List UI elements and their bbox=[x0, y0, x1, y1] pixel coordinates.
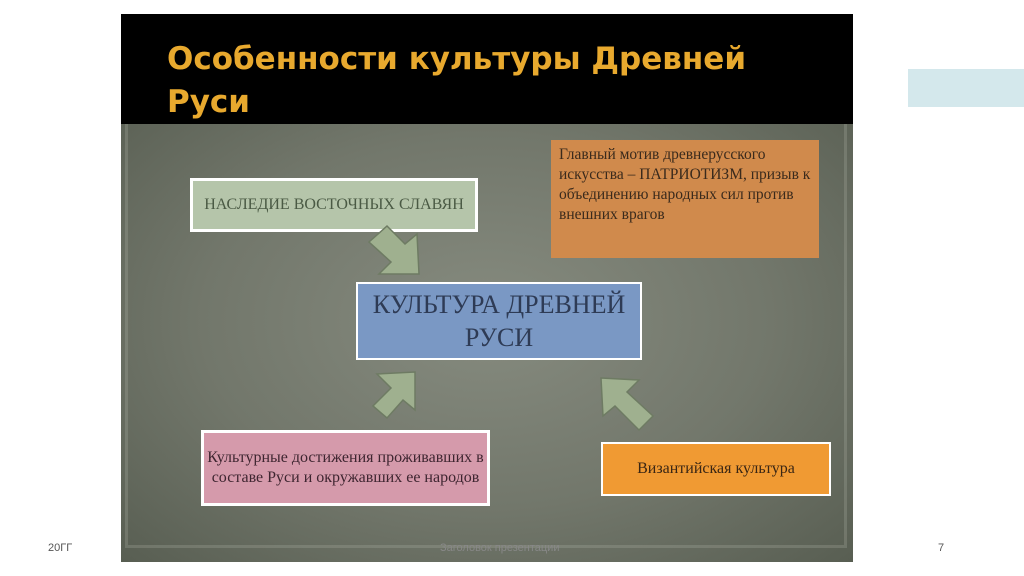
byzantine-box: Византийская культура bbox=[601, 442, 831, 496]
center-text: КУЛЬТУРА ДРЕВНЕЙ РУСИ bbox=[372, 290, 626, 352]
slide-title: Особенности культуры Древней Руси bbox=[167, 41, 747, 120]
motive-text: Главный мотив древнерусского искусства –… bbox=[559, 146, 811, 223]
motive-box: Главный мотив древнерусского искусства –… bbox=[551, 140, 819, 258]
footer-center: Заголовок презентации bbox=[440, 542, 560, 554]
heritage-text: НАСЛЕДИЕ ВОСТОЧНЫХ СЛАВЯН bbox=[204, 196, 464, 213]
heritage-box: НАСЛЕДИЕ ВОСТОЧНЫХ СЛАВЯН bbox=[190, 178, 478, 232]
arrow-up-left-icon bbox=[600, 377, 655, 432]
page-number: 7 bbox=[938, 542, 945, 554]
arrow-up-right-icon bbox=[371, 371, 416, 420]
achievements-text: Культурные достижения проживавших в сост… bbox=[207, 449, 484, 486]
footer-left: 20ГГ bbox=[48, 542, 73, 554]
achievements-box: Культурные достижения проживавших в сост… bbox=[201, 430, 490, 506]
center-box: КУЛЬТУРА ДРЕВНЕЙ РУСИ bbox=[356, 282, 642, 360]
byzantine-text: Византийская культура bbox=[637, 460, 795, 477]
decorative-rectangle bbox=[908, 69, 1024, 107]
slide: Особенности культуры Древней Руси НАСЛЕД… bbox=[121, 14, 853, 562]
title-bar: Особенности культуры Древней Руси bbox=[121, 14, 853, 124]
arrow-down-right-icon bbox=[367, 224, 420, 275]
